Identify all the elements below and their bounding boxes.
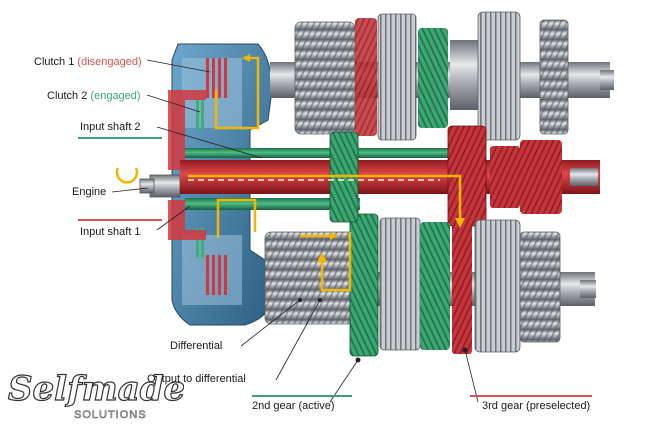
gear-cluster-3rd bbox=[447, 125, 562, 227]
logo-subtitle: SOLUTIONS bbox=[74, 409, 147, 421]
label-2nd-gear: 2nd gear (active) bbox=[252, 400, 335, 412]
clutch-2-text: Clutch 2 bbox=[47, 90, 88, 102]
label-clutch-2: Clutch 2 (engaged) bbox=[47, 90, 141, 103]
label-input-shaft-1: Input shaft 1 bbox=[80, 226, 141, 238]
clutch-1-state: (disengaged) bbox=[77, 56, 142, 68]
selfmade-logo: Selfmade SOLUTIONS bbox=[4, 362, 185, 424]
label-output-to-differential: Output to differential bbox=[147, 373, 246, 385]
gear-2-underline bbox=[252, 395, 352, 397]
logo-wordmark: Selfmade bbox=[8, 369, 184, 409]
label-differential: Differential bbox=[170, 340, 223, 352]
power-flow-arrows bbox=[115, 56, 462, 292]
label-3rd-gear: 3rd gear (preselected) bbox=[482, 400, 591, 412]
shaft-end bbox=[570, 168, 598, 186]
label-clutch-1: Clutch 1 (disengaged) bbox=[34, 56, 142, 69]
label-engine: Engine bbox=[72, 186, 107, 198]
leader-dots bbox=[298, 298, 468, 363]
upper-countershaft bbox=[270, 11, 614, 141]
input-shaft-2-underline bbox=[78, 137, 162, 139]
power-flow-arrowheads bbox=[242, 54, 465, 262]
lower-countershaft bbox=[264, 213, 596, 357]
gear-3-underline bbox=[470, 395, 592, 397]
logo-mark: Selfmade SOLUTIONS bbox=[7, 368, 185, 421]
clutch-plates bbox=[168, 58, 227, 295]
input-shaft-1-underline bbox=[78, 219, 162, 221]
clutch-2-state: (engaged) bbox=[90, 90, 141, 102]
clutch-1-text: Clutch 1 bbox=[34, 56, 75, 68]
label-input-shaft-2: Input shaft 2 bbox=[80, 121, 141, 133]
input-shaft-2 bbox=[185, 148, 460, 158]
